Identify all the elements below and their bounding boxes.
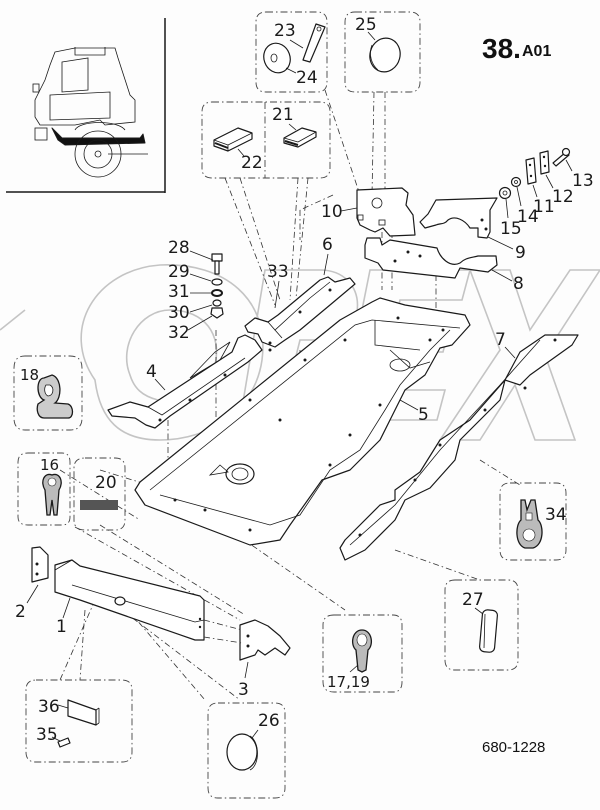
callout-7: 7 <box>495 330 506 350</box>
callout-24: 24 <box>296 68 318 88</box>
callout-8: 8 <box>513 274 524 294</box>
side-member-part-7: 7 <box>339 330 579 561</box>
detail-box-34: 34 <box>499 482 567 561</box>
pad-part-22 <box>213 127 253 152</box>
plate-part-11 <box>525 157 537 185</box>
callout-10: 10 <box>321 202 343 222</box>
detail-box-17-19: 17,19 <box>322 614 403 693</box>
truck-cab-illustration <box>32 47 148 178</box>
fastener-set-28-32: 28 29 31 30 32 <box>168 238 224 343</box>
cross-member-part-1: 1 <box>54 559 205 641</box>
callout-25: 25 <box>355 15 377 35</box>
callout-1: 1 <box>56 617 67 637</box>
detail-box-16: 16 <box>17 452 71 526</box>
callout-2: 2 <box>15 602 26 622</box>
callout-32: 32 <box>168 323 190 343</box>
detail-box-21-22: 21 22 <box>201 101 331 179</box>
callout-30: 30 <box>168 303 190 323</box>
nut-part-15 <box>498 186 512 200</box>
callout-33: 33 <box>267 262 289 282</box>
detail-box-35-36: 36 35 <box>25 679 133 763</box>
callout-4: 4 <box>146 362 157 382</box>
detail-box-20: 20 <box>73 457 126 531</box>
plug-part-27 <box>479 609 498 653</box>
callout-22: 22 <box>241 153 263 173</box>
callout-29: 29 <box>168 262 190 282</box>
callout-31: 31 <box>168 282 190 302</box>
callout-26: 26 <box>258 711 280 731</box>
strip-part-20 <box>80 500 118 510</box>
bracket-part-2: 2 <box>15 546 49 622</box>
callout-5: 5 <box>418 405 429 425</box>
bracket-part-23 <box>302 23 326 63</box>
detail-box-27: 27 <box>444 579 519 671</box>
callout-35: 35 <box>36 725 58 745</box>
callout-12: 12 <box>552 187 574 207</box>
bolt-part-28 <box>211 253 223 275</box>
bracket-part-10: 10 <box>321 187 416 237</box>
callout-36: 36 <box>38 697 60 717</box>
callout-21: 21 <box>272 105 294 125</box>
callout-17-19: 17,19 <box>327 673 370 691</box>
drawing-number: 680-1228 <box>482 739 545 756</box>
callout-11: 11 <box>533 197 555 217</box>
floor-pan-part-5: 5 <box>134 297 471 546</box>
detail-box-18: 18 <box>13 355 83 431</box>
detail-box-23-24: 23 24 <box>255 11 328 93</box>
bracket-part-9: 9 <box>419 197 526 263</box>
bolt-part-13 <box>552 147 571 167</box>
callout-23: 23 <box>274 21 296 41</box>
fastener-set-11-15: 13 12 11 14 15 <box>498 147 594 239</box>
callout-9: 9 <box>515 243 526 263</box>
pad-part-21 <box>283 127 317 148</box>
page-code-main: 38. <box>482 33 521 64</box>
callout-18: 18 <box>20 366 39 384</box>
callout-20: 20 <box>95 473 117 493</box>
page-code: 38. A01 <box>482 33 551 64</box>
washer-part-24 <box>263 42 291 74</box>
detail-box-26: 26 <box>207 702 286 799</box>
plate-part-12 <box>539 150 550 175</box>
bracket-part-8: 8 <box>364 237 524 294</box>
washer-part-30 <box>212 299 222 307</box>
washer-part-31 <box>211 289 223 297</box>
plug-cap-part-26 <box>226 733 258 771</box>
bracket-part-3: 3 <box>203 619 291 700</box>
plate-part-36 <box>67 699 100 726</box>
callout-34: 34 <box>545 505 567 525</box>
callout-6: 6 <box>322 235 333 255</box>
callout-14: 14 <box>517 207 539 227</box>
plug-cap-part-25 <box>369 37 401 73</box>
page-code-sub: A01 <box>522 43 551 60</box>
nut-part-32 <box>210 307 224 319</box>
washer-part-14 <box>510 176 522 188</box>
callout-15: 15 <box>500 219 522 239</box>
callout-16: 16 <box>40 456 59 474</box>
locator-inset <box>6 18 166 193</box>
callout-28: 28 <box>168 238 190 258</box>
detail-box-25: 25 <box>344 11 421 93</box>
callout-13: 13 <box>572 171 594 191</box>
channel-part-4: 4 <box>107 334 263 429</box>
screw-part-35 <box>57 737 71 748</box>
callout-27: 27 <box>462 590 484 610</box>
callout-3: 3 <box>238 680 249 700</box>
channel-part-6: 6 <box>244 235 356 348</box>
washer-part-29 <box>211 278 223 286</box>
